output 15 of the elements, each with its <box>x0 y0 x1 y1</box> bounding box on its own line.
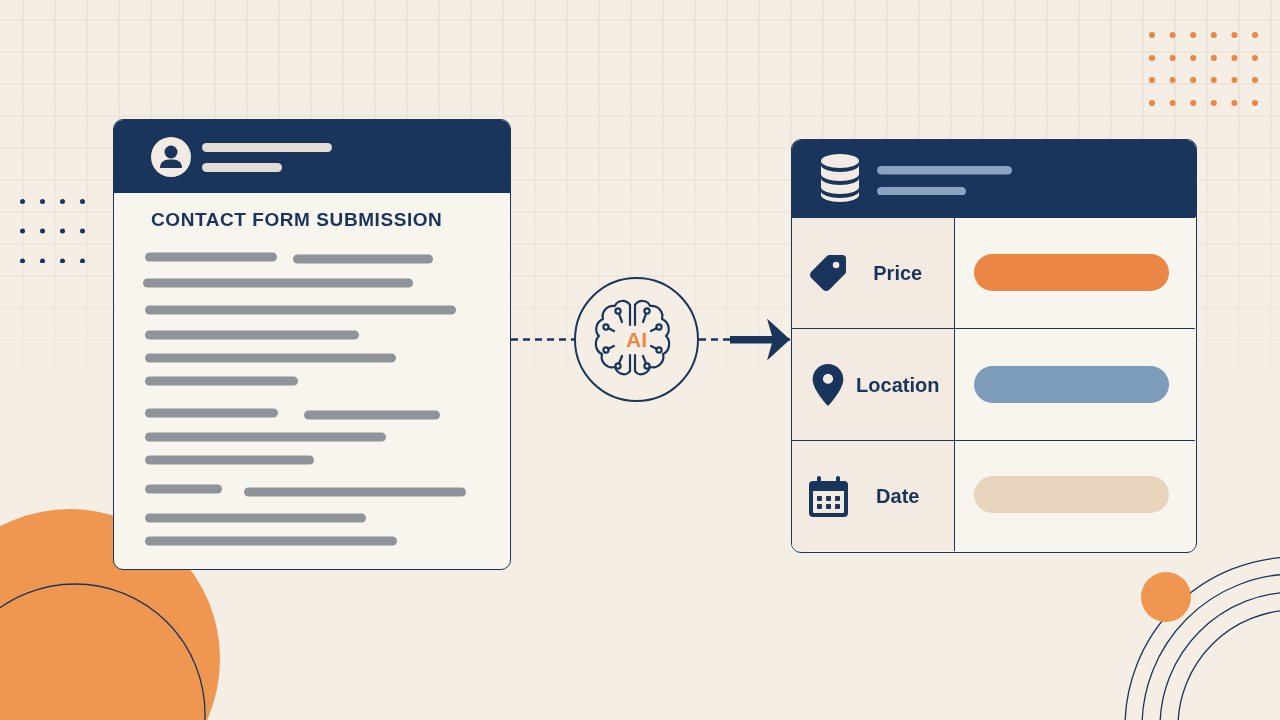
value-bar <box>973 475 1169 513</box>
field-label: Price <box>873 261 923 285</box>
table-row <box>792 328 1195 440</box>
dashed-arrow <box>699 319 790 361</box>
table-row <box>792 217 1195 328</box>
dashed-connector-line <box>511 338 574 341</box>
value-bar <box>973 254 1169 291</box>
form-card <box>113 119 511 570</box>
form-title: CONTACT FORM SUBMISSION <box>151 207 443 232</box>
value-bar <box>973 365 1169 403</box>
field-label: Date <box>876 484 920 508</box>
ai-label: AI <box>626 329 647 350</box>
database-card <box>791 139 1197 553</box>
field-label: Location <box>856 372 940 397</box>
table-row <box>792 440 1195 551</box>
